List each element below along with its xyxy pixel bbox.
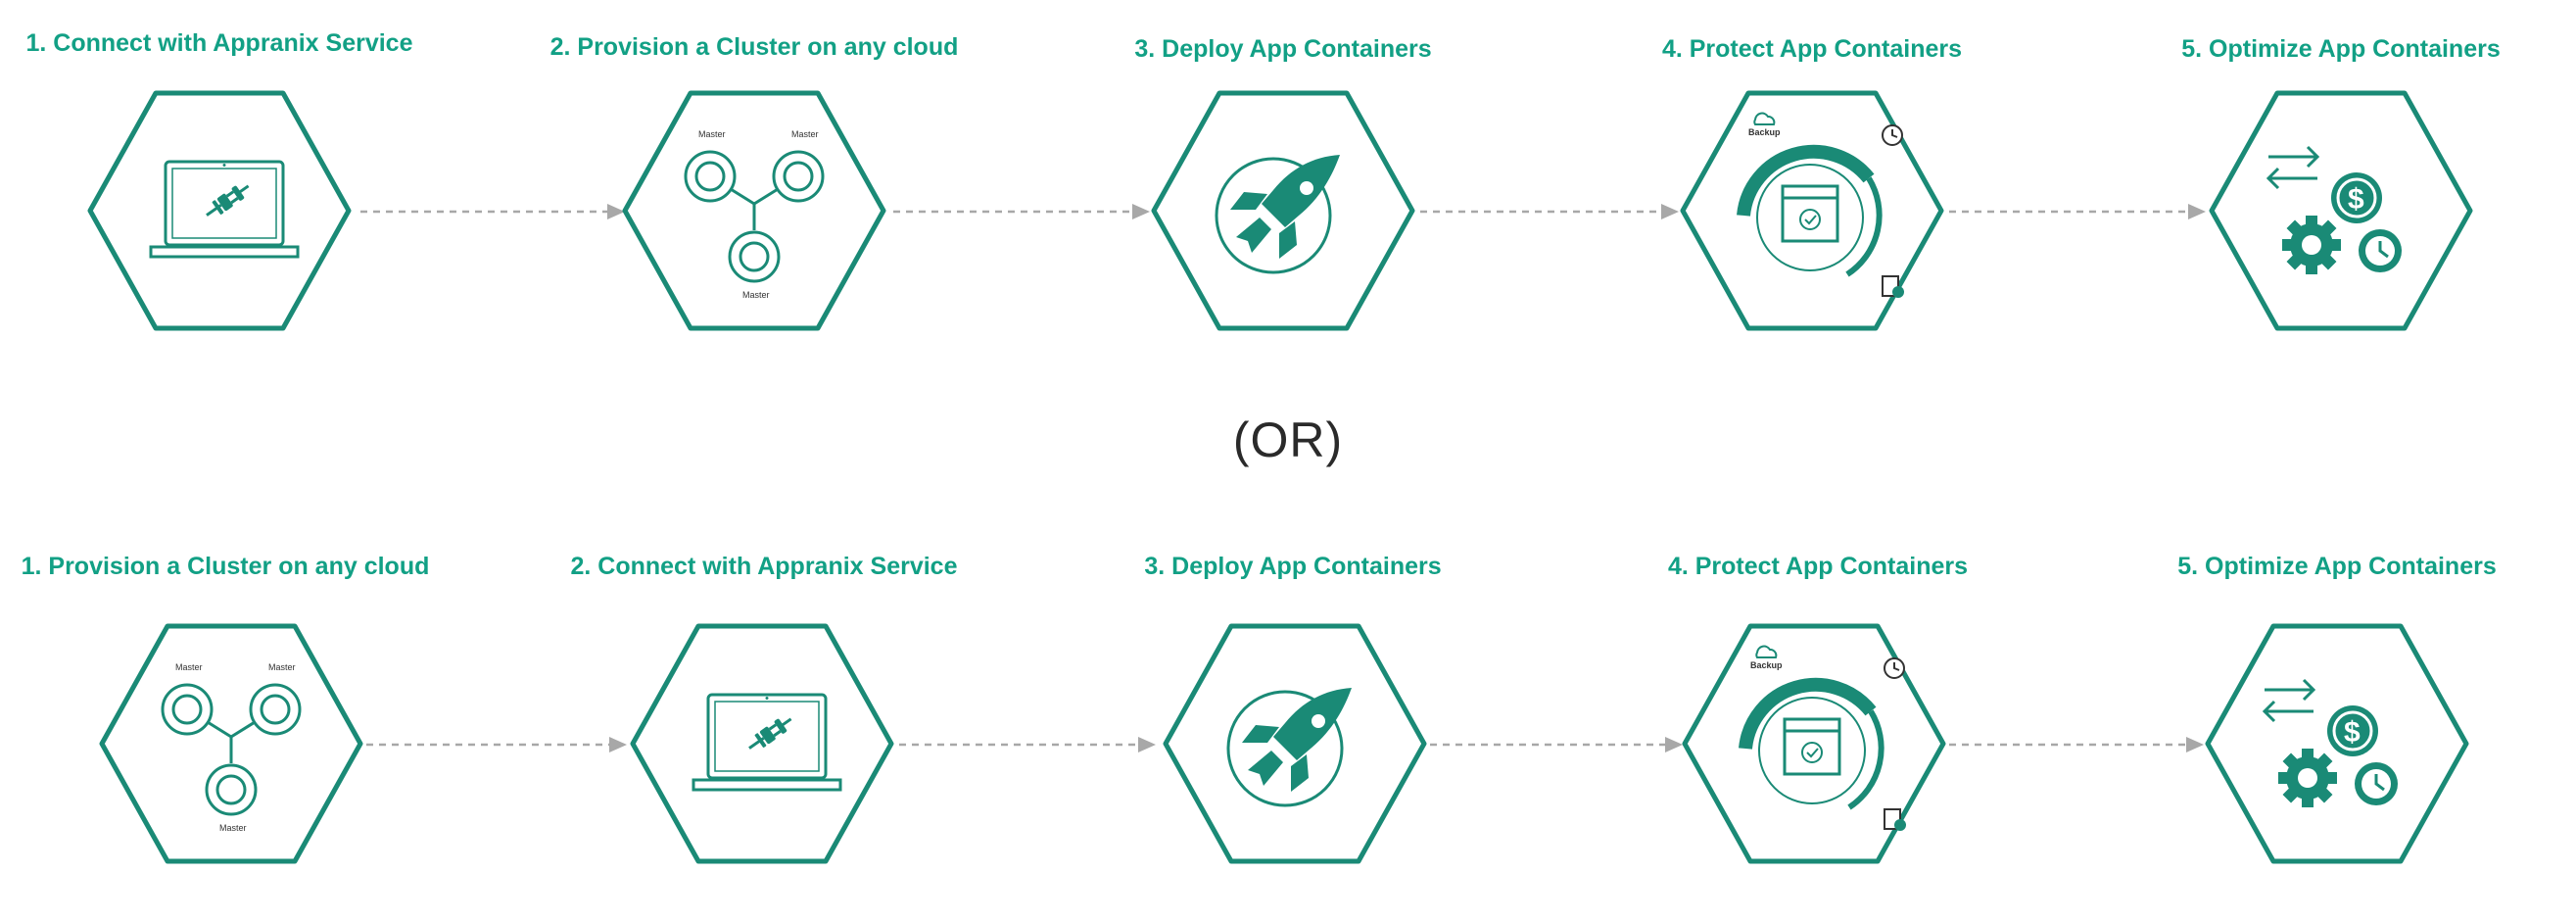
- flow-arrow: [1949, 737, 2204, 752]
- laptop-plug-icon: [630, 623, 894, 864]
- node-label: Master: [742, 290, 770, 300]
- flow-arrow: [1430, 737, 1683, 752]
- workflow-option-2: 1. Provision a Cluster on any cloud Mast…: [0, 529, 2576, 921]
- flow-arrow: [366, 737, 627, 752]
- step-title: 2. Connect with Appranix Service: [570, 553, 958, 580]
- step-title: 2. Provision a Cluster on any cloud: [549, 33, 959, 61]
- optimize-cost-icon: $: [2209, 90, 2473, 331]
- laptop-plug-icon: [87, 90, 352, 331]
- step-title: 3. Deploy App Containers: [1134, 35, 1432, 63]
- flow-arrow: [1949, 204, 2206, 219]
- step-title: 5. Optimize App Containers: [2181, 35, 2501, 63]
- node-label: Master: [175, 662, 203, 672]
- node-label: Master: [268, 662, 296, 672]
- cluster-icon: Master Master Master: [99, 623, 363, 864]
- step-title: 5. Optimize App Containers: [2177, 553, 2497, 580]
- svg-text:$: $: [2344, 716, 2361, 749]
- node-label: Master: [791, 129, 819, 139]
- optimize-cost-icon: $: [2205, 623, 2469, 864]
- flow-arrow: [1420, 204, 1679, 219]
- rocket-icon: [1151, 90, 1415, 331]
- backup-protect-icon: Backup: [1680, 90, 1944, 331]
- flow-arrow: [360, 204, 625, 219]
- node-label: Master: [219, 823, 247, 833]
- or-separator: (OR): [1232, 412, 1344, 467]
- step-title: 1. Provision a Cluster on any cloud: [21, 553, 430, 580]
- node-label: Master: [698, 129, 726, 139]
- svg-text:$: $: [2348, 183, 2364, 216]
- flow-arrow: [899, 737, 1156, 752]
- backup-label: Backup: [1750, 660, 1783, 670]
- workflow-option-1: 1. Connect with Appranix Service 2. Prov…: [0, 0, 2576, 392]
- backup-label: Backup: [1748, 127, 1781, 137]
- backup-protect-icon: Backup: [1682, 623, 1946, 864]
- step-title: 3. Deploy App Containers: [1144, 553, 1442, 580]
- flow-arrow: [893, 204, 1150, 219]
- rocket-icon: [1163, 623, 1427, 864]
- step-title: 4. Protect App Containers: [1667, 553, 1969, 580]
- step-title: 4. Protect App Containers: [1661, 35, 1963, 63]
- step-title: 1. Connect with Appranix Service: [25, 29, 413, 57]
- cluster-icon: Master Master Master: [622, 90, 886, 331]
